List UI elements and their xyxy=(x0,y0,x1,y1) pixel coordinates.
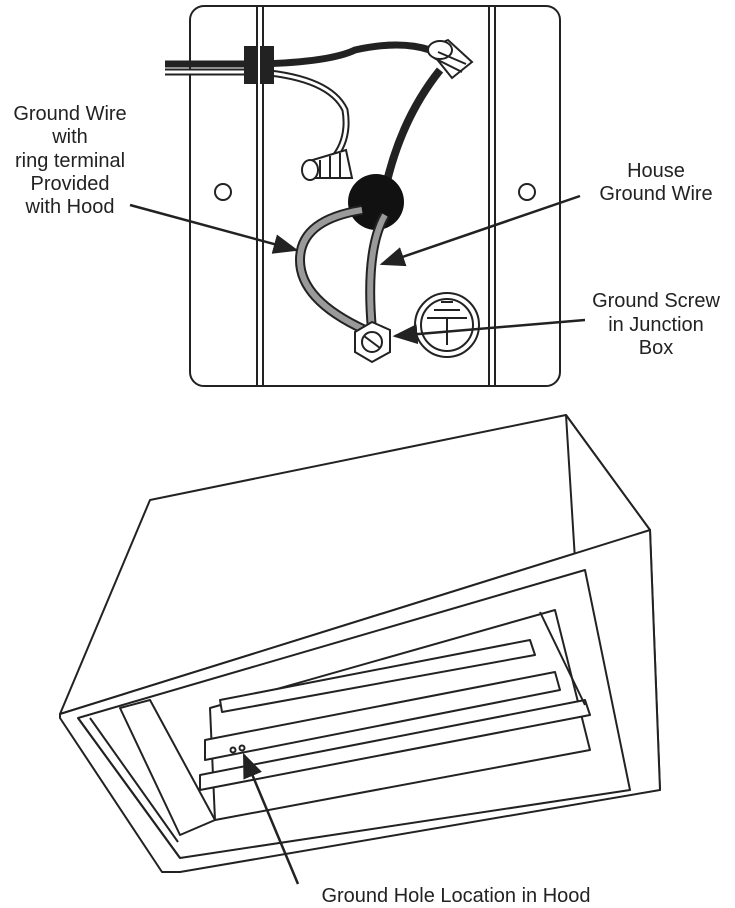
svg-text:ring terminal: ring terminal xyxy=(15,150,125,172)
ground-wires xyxy=(294,205,390,335)
svg-text:with Hood: with Hood xyxy=(25,196,115,218)
wire-nut-left xyxy=(301,148,354,181)
label-ground-hole: Ground Hole Location in Hood xyxy=(321,885,590,907)
svg-text:in Junction: in Junction xyxy=(608,314,704,336)
label-ground-screw: Ground Screw in Junction Box xyxy=(592,290,720,359)
supply-cable xyxy=(165,41,444,191)
svg-text:Box: Box xyxy=(639,337,673,359)
ground-screw xyxy=(354,320,391,364)
svg-text:Ground Wire: Ground Wire xyxy=(13,103,126,125)
mounting-hole-left xyxy=(214,183,232,201)
label-house-ground: House Ground Wire xyxy=(599,160,712,205)
svg-text:with: with xyxy=(51,126,88,148)
arrow-ground-wire xyxy=(129,203,299,254)
arrow-house-ground xyxy=(379,194,581,267)
wire-nut-top xyxy=(426,38,474,80)
svg-text:Ground Screw: Ground Screw xyxy=(592,290,720,312)
arrow-ground-hole xyxy=(242,752,300,885)
cable-knockout xyxy=(348,174,404,230)
svg-text:Provided: Provided xyxy=(31,173,110,195)
ground-symbol-icon xyxy=(414,292,480,358)
ground-hole xyxy=(229,746,237,754)
arrow-ground-screw xyxy=(392,318,586,345)
svg-text:Ground Wire: Ground Wire xyxy=(599,183,712,205)
label-ground-wire: Ground Wire with ring terminal Provided … xyxy=(13,103,126,218)
mounting-hole-right xyxy=(518,183,536,201)
svg-text:House: House xyxy=(627,160,685,182)
range-hood xyxy=(59,414,661,873)
